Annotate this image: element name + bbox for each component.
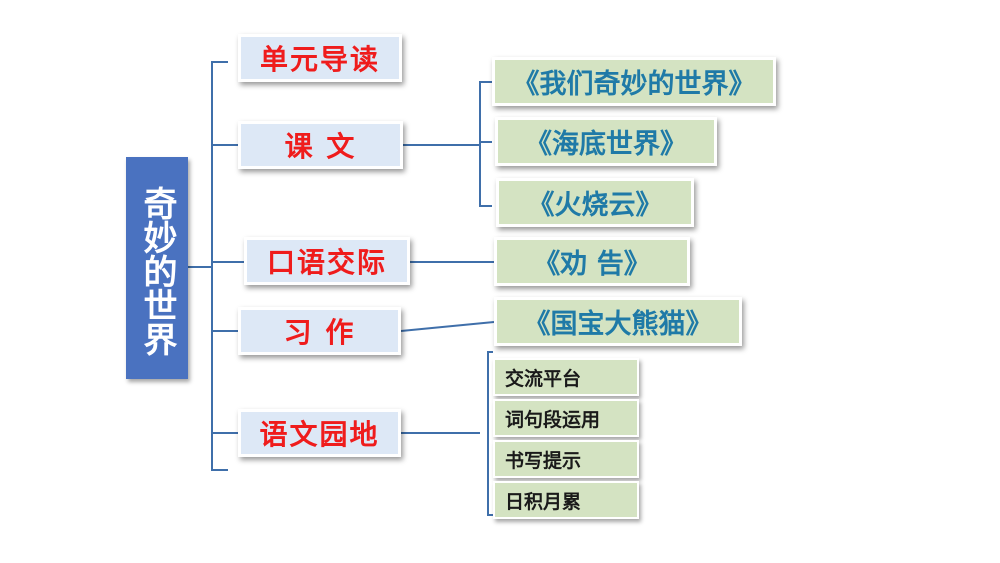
garden-item-daily-accumulation: 日积月累 (493, 481, 639, 519)
lesson-undersea-world: 《海底世界》 (495, 117, 717, 166)
lesson-fire-clouds: 《火烧云》 (496, 178, 694, 227)
lesson-advice: 《劝 告》 (494, 237, 690, 286)
category-oral-communication: 口语交际 (244, 237, 410, 285)
root-node: 奇妙的世界 (126, 157, 188, 379)
root-label: 奇妙的世界 (137, 186, 177, 356)
category-unit-guide: 单元导读 (238, 34, 402, 82)
garden-item-word-sentence-usage: 词句段运用 (493, 399, 639, 437)
garden-item-writing-tips: 书写提示 (493, 440, 639, 478)
category-texts: 课 文 (238, 121, 403, 169)
category-writing: 习 作 (238, 307, 401, 355)
garden-item-exchange-platform: 交流平台 (493, 358, 639, 396)
lesson-giant-panda: 《国宝大熊猫》 (494, 297, 742, 346)
category-language-garden: 语文园地 (238, 409, 401, 457)
lesson-our-wonderful-world: 《我们奇妙的世界》 (492, 57, 776, 106)
